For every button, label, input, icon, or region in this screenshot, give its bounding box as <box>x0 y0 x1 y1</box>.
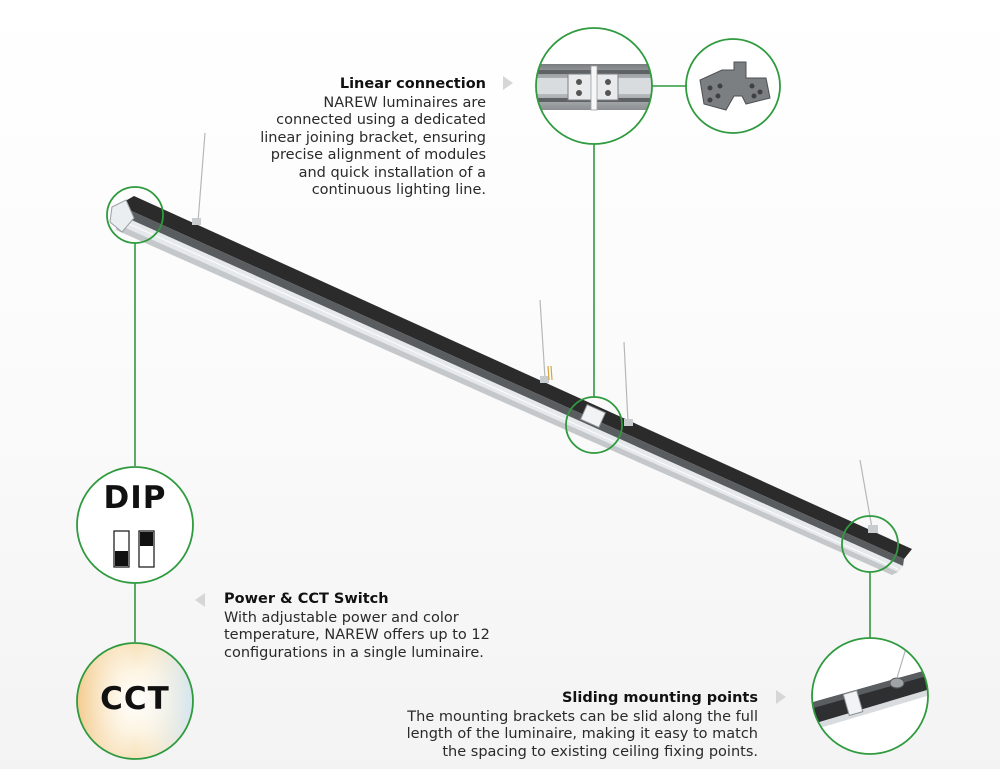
cct-label: CCT <box>100 681 170 717</box>
power-cct-callout: Power & CCT Switch With adjustable power… <box>224 591 524 662</box>
sliding-mount-callout: Sliding mounting points The mounting bra… <box>378 690 758 761</box>
dip-switch-badge <box>76 466 194 584</box>
sliding-mount-heading: Sliding mounting points <box>561 690 758 706</box>
sliding-callout-arrow-icon <box>776 690 786 704</box>
sliding-mount-description: The mounting brackets can be slid along … <box>406 708 758 760</box>
linear-connection-heading: Linear connection <box>339 76 486 92</box>
power-cct-heading: Power & CCT Switch <box>224 591 389 607</box>
detail-marker-end <box>106 186 164 244</box>
cct-badge <box>76 642 194 760</box>
sliding-mount-inset <box>811 637 929 755</box>
detail-marker-joint <box>565 396 623 454</box>
linear-connection-inset <box>535 27 653 145</box>
linear-connection-callout: Linear connection NAREW luminaires are c… <box>186 76 486 200</box>
power-cct-description: With adjustable power and color temperat… <box>224 609 490 661</box>
detail-marker-mount <box>841 515 899 573</box>
power-callout-arrow-icon <box>195 593 205 607</box>
joining-bracket-inset <box>685 38 781 134</box>
linear-callout-arrow-icon <box>503 76 513 90</box>
linear-luminaire <box>109 196 912 575</box>
callout-connector-lines <box>134 85 871 642</box>
linear-connection-description: NAREW luminaires are connected using a d… <box>260 94 486 199</box>
dip-label: DIP <box>103 480 167 516</box>
